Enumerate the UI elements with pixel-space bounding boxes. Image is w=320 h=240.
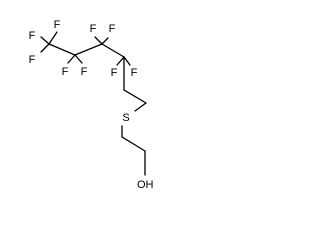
- atom-f-left-lower: F: [29, 54, 36, 66]
- bond-c3-c4: [101, 43, 125, 58]
- bond-c4-f8: [116, 56, 125, 66]
- atom-f-c3-left: F: [90, 23, 97, 35]
- atom-f-top-left: F: [54, 19, 61, 31]
- bond-c3-f6: [94, 36, 103, 45]
- structural-formula: F F F F F F F F F S OH: [29, 19, 154, 191]
- atom-f-c4-right: F: [131, 67, 138, 79]
- bond-c1-f3: [48, 31, 58, 45]
- bond-c1-c2: [48, 43, 76, 56]
- bond-c2-f4: [67, 54, 76, 64]
- bond-c1-f2: [40, 36, 50, 45]
- bond-c3-f7: [101, 37, 109, 45]
- atom-f-c2-right: F: [81, 66, 88, 78]
- carbon-backbone: [48, 43, 147, 176]
- bond-c7-c8: [121, 136, 146, 152]
- bond-c1-f1: [40, 43, 50, 53]
- atom-hydroxyl: OH: [137, 179, 154, 191]
- bond-c5-c6: [123, 89, 147, 104]
- atom-f-c3-right: F: [109, 23, 116, 35]
- bond-c6-s: [134, 102, 147, 112]
- bond-c2-c3: [74, 43, 103, 56]
- atom-f-left-upper: F: [29, 30, 36, 42]
- bond-c4-f9: [123, 56, 131, 66]
- atom-f-c4-left: F: [111, 67, 118, 79]
- fluorine-bonds: [40, 31, 131, 66]
- atom-labels: F F F F F F F F F S OH: [29, 19, 154, 191]
- atom-sulfur: S: [122, 112, 129, 124]
- atom-f-c2-left: F: [62, 66, 69, 78]
- bond-c2-f5: [74, 54, 83, 64]
